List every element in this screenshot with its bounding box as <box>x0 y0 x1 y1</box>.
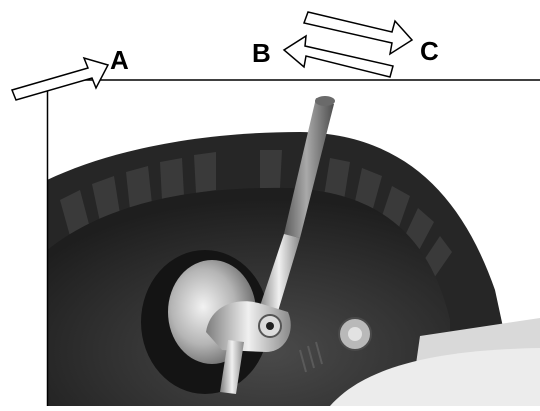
housing-front <box>330 348 540 406</box>
arrow-c-icon <box>303 11 414 56</box>
gear-teeth <box>60 150 452 278</box>
label-a: A <box>110 45 129 75</box>
arrow-a-icon <box>10 56 110 101</box>
stamped-marking <box>299 341 323 373</box>
lever-pin <box>220 340 244 394</box>
lever-shaft <box>258 234 300 318</box>
lever-grip <box>284 98 334 238</box>
arrow-b-icon <box>282 34 394 78</box>
label-b: B <box>252 38 271 68</box>
machine-photo <box>47 80 540 406</box>
label-c: C <box>420 36 439 66</box>
clamp <box>206 301 291 352</box>
